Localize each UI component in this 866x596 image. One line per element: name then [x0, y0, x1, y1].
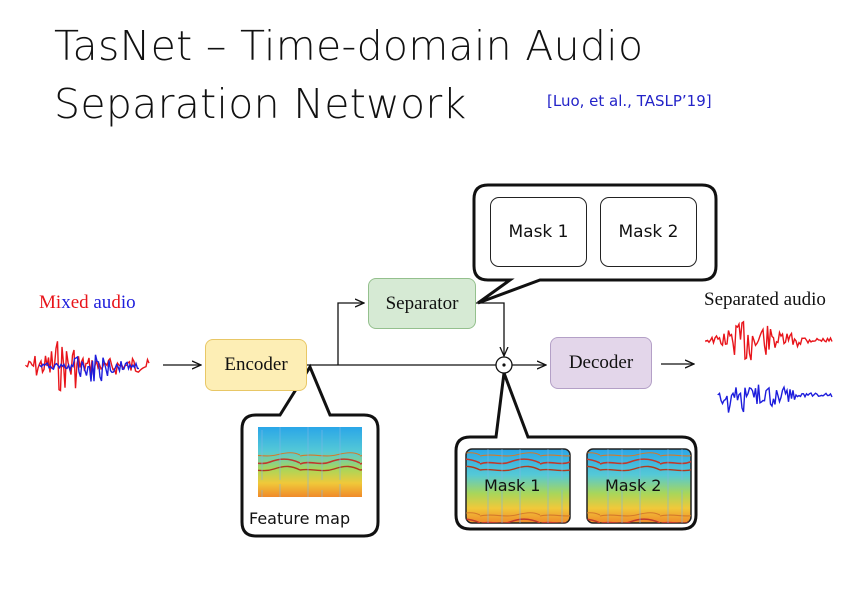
mixed-audio-label-part: d: [111, 292, 121, 313]
masked-output-2-label: Mask 2: [605, 476, 662, 495]
separated-audio-label: Separated audio: [704, 289, 826, 310]
separator-block: Separator: [368, 278, 476, 329]
mixed-audio-label-part: ed: [70, 292, 94, 313]
mixed-audio-label: Mixed audio: [39, 292, 136, 314]
mixed-audio-waveform: [25, 341, 150, 392]
separated-audio-waveforms: [705, 320, 833, 413]
decoder-block: Decoder: [550, 337, 652, 389]
slide-title-line-2: Separation Network: [54, 80, 467, 128]
mask1-box: Mask 1: [490, 197, 587, 267]
citation: [Luo, et al., TASLP’19]: [547, 92, 712, 110]
mixed-audio-label-part: io: [120, 292, 136, 313]
mixed-audio-label-part: x: [61, 292, 71, 313]
arrow-encoder-to-separator: [337, 303, 364, 365]
encoder-block: Encoder: [205, 339, 307, 391]
masked-output-1-label: Mask 1: [484, 476, 541, 495]
slide-title-line-1: TasNet – Time-domain Audio: [54, 22, 644, 70]
feature-map-label: Feature map: [249, 509, 351, 528]
arrow-separator-to-multiply: [476, 302, 504, 356]
mixed-audio-label-part: Mi: [39, 292, 62, 313]
mixed-audio-label-part: au: [93, 292, 112, 313]
mask2-box: Mask 2: [600, 197, 697, 267]
